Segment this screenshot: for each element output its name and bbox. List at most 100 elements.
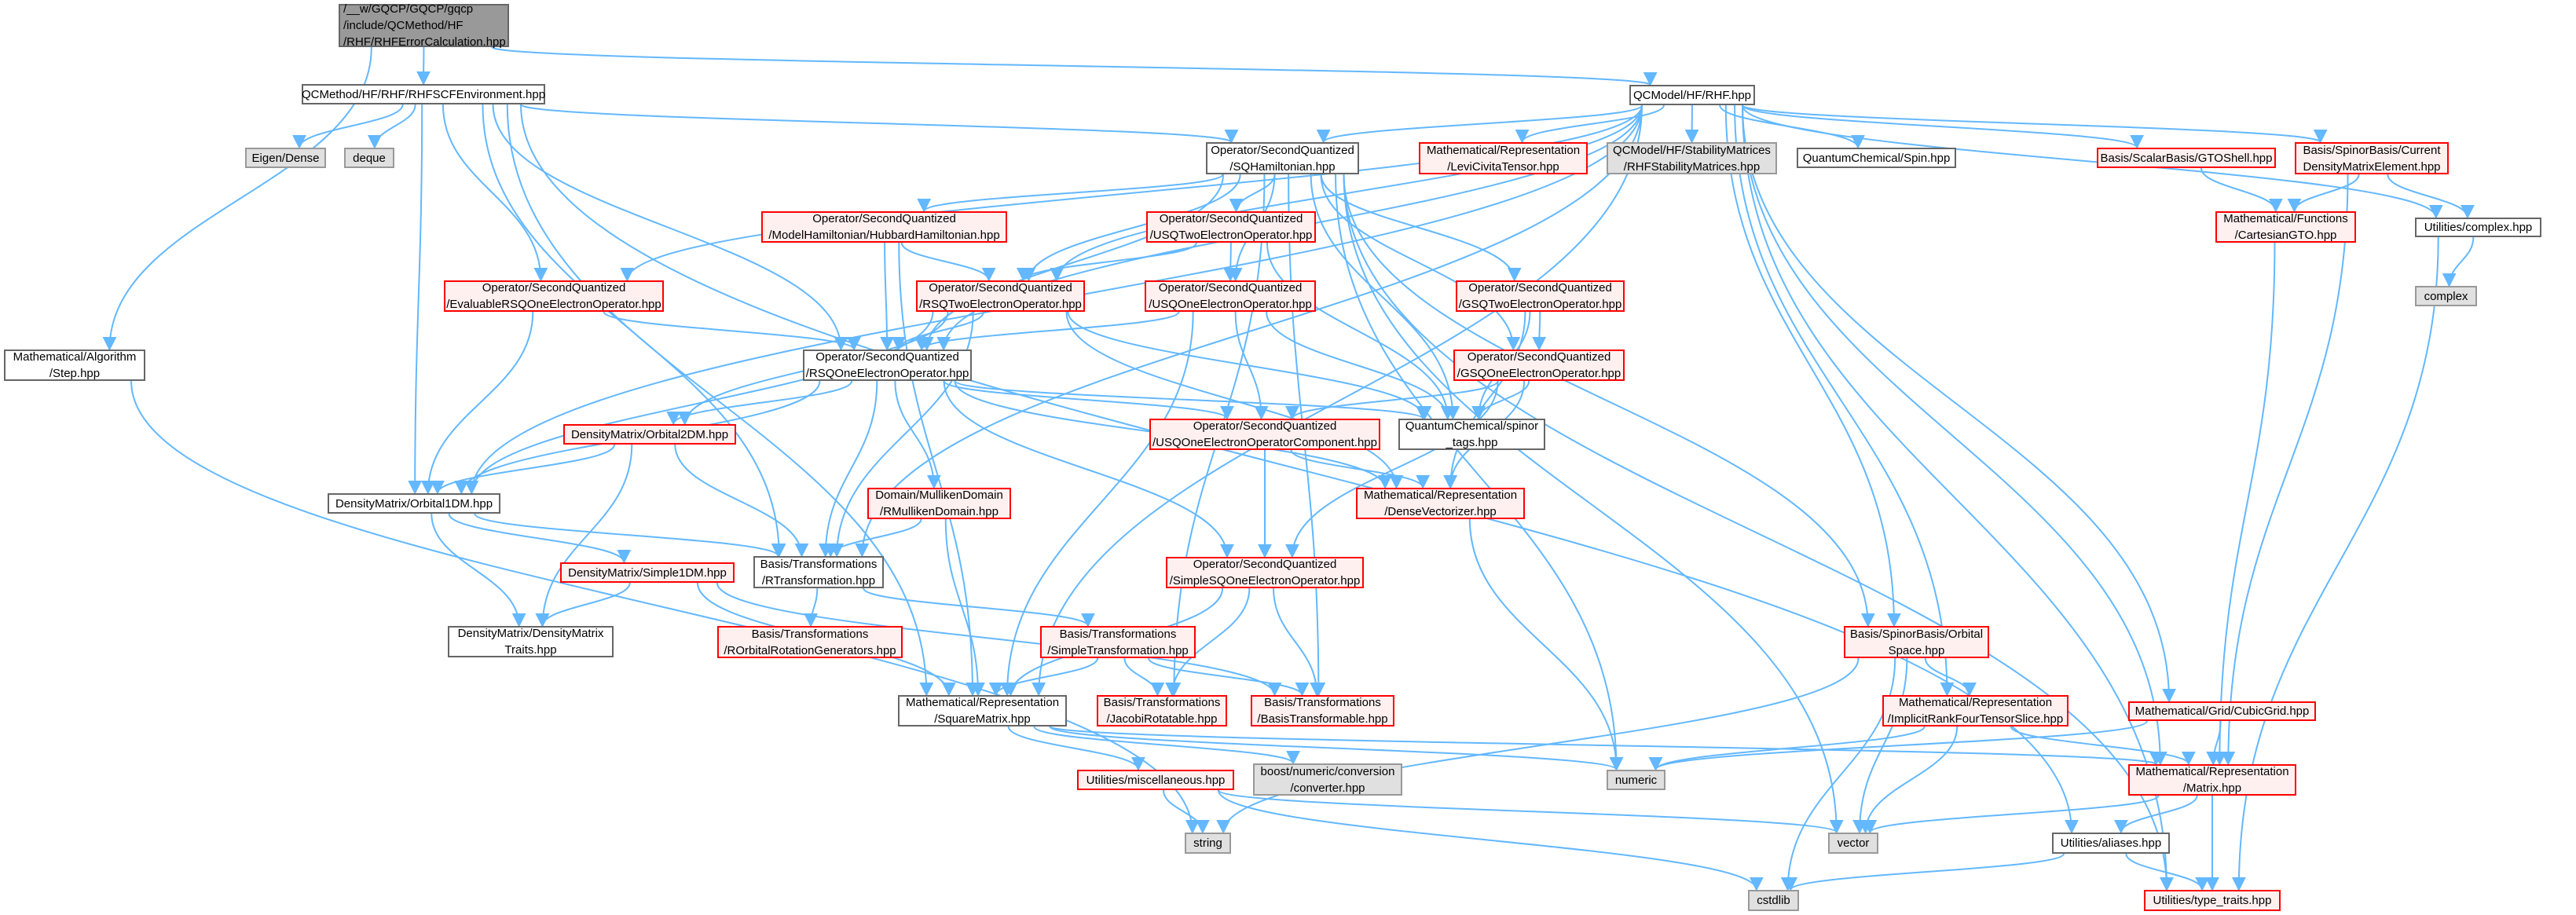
- edge-densevec-to-numeric: [1468, 518, 1624, 771]
- graph-node-rorbgen[interactable]: Basis/Transformations /ROrbitalRotationG…: [717, 626, 903, 658]
- graph-node-orb2[interactable]: DensityMatrix/Orbital2DM.hpp: [563, 424, 736, 445]
- graph-node-rsq1[interactable]: Operator/SecondQuantized /RSQOneElectron…: [803, 350, 972, 381]
- edge-hub-to-rsq1: [880, 242, 895, 351]
- graph-node-implicit[interactable]: Mathematical/Representation /ImplicitRan…: [1882, 695, 2068, 727]
- graph-node-jacobi[interactable]: Basis/Transformations /JacobiRotatable.h…: [1097, 695, 1227, 727]
- graph-node-cdme[interactable]: Basis/SpinorBasis/Current DensityMatrixE…: [2295, 142, 2449, 174]
- edge-ssq1-to-jacobi: [1165, 587, 1251, 697]
- edge-orbspace-to-cstdlib: [1780, 657, 1896, 891]
- graph-node-aliases[interactable]: Utilities/aliases.hpp: [2052, 833, 2170, 854]
- edge-simple1dm-to-dmtraits: [535, 582, 631, 628]
- graph-node-typetraits[interactable]: Utilities/type_traits.hpp: [2144, 890, 2281, 911]
- edge-rsq1-to-spinor: [954, 380, 1430, 420]
- graph-node-densevec[interactable]: Mathematical/Representation /DenseVector…: [1356, 488, 1525, 519]
- edge-rhf-to-orbspace: [1724, 104, 1901, 628]
- graph-node-usq1comp[interactable]: Operator/SecondQuantized /USQOneElectron…: [1149, 419, 1380, 450]
- edge-rhf-to-rsq2: [1050, 104, 1643, 282]
- graph-node-complex[interactable]: complex: [2415, 286, 2477, 306]
- edge-sqham-to-rsq2: [1021, 174, 1241, 282]
- graph-node-gsq1[interactable]: Operator/SecondQuantized /GSQOneElectron…: [1453, 350, 1625, 381]
- graph-node-ssq1[interactable]: Operator/SecondQuantized /SimpleSQOneEle…: [1166, 557, 1364, 588]
- edge-rhf-to-cubic: [1742, 104, 2177, 703]
- graph-node-eigen[interactable]: Eigen/Dense: [245, 148, 326, 168]
- graph-node-root[interactable]: /__w/GQCP/GQCP/gqcp /include/QCMethod/HF…: [339, 2, 509, 49]
- edge-rsq2-to-spinor: [1067, 311, 1432, 420]
- edge-step-to-string: [130, 380, 1200, 834]
- edge-rhfscf-to-orb1: [408, 104, 423, 495]
- graph-node-orbspace[interactable]: Basis/SpinorBasis/Orbital Space.hpp: [1844, 626, 1989, 658]
- edge-matrix-to-aliases: [2113, 795, 2198, 834]
- graph-node-orb1[interactable]: DensityMatrix/Orbital1DM.hpp: [328, 493, 500, 514]
- edge-simpletrans-to-sqmat: [988, 657, 1099, 697]
- graph-node-complexhpp[interactable]: Utilities/complex.hpp: [2415, 218, 2541, 237]
- edge-rhf-to-sqham: [1316, 104, 1643, 144]
- graph-node-matrix[interactable]: Mathematical/Representation /Matrix.hpp: [2128, 764, 2296, 796]
- edge-matrix-to-vector: [1863, 795, 2160, 834]
- graph-node-eval[interactable]: Operator/SecondQuantized /EvaluableRSQOn…: [444, 280, 664, 312]
- edge-cdme-to-matrix: [2221, 174, 2349, 766]
- edge-orbspace-to-implicit: [1924, 657, 1977, 697]
- edge-rhf-to-cdme: [1742, 104, 2328, 144]
- edge-misc-to-vector: [1218, 789, 1844, 834]
- edge-sqham-to-spinor: [1310, 174, 1460, 420]
- graph-node-misc[interactable]: Utilities/miscellaneous.hpp: [1077, 770, 1234, 790]
- graph-node-simple1dm[interactable]: DensityMatrix/Simple1DM.hpp: [560, 562, 735, 583]
- graph-node-spinor[interactable]: QuantumChemical/spinor _tags.hpp: [1398, 419, 1545, 450]
- graph-node-hub[interactable]: Operator/SecondQuantized /ModelHamiltoni…: [761, 211, 1007, 243]
- graph-node-cubic[interactable]: Mathematical/Grid/CubicGrid.hpp: [2128, 701, 2316, 721]
- graph-node-spin[interactable]: QuantumChemical/Spin.hpp: [1797, 148, 1956, 168]
- graph-node-numeric[interactable]: numeric: [1607, 770, 1665, 790]
- edge-orb2-to-dmtraits: [535, 444, 633, 628]
- graph-node-usq1[interactable]: Operator/SecondQuantized /USQOneElectron…: [1145, 280, 1316, 312]
- graph-node-boost[interactable]: boost/numeric/conversion /converter.hpp: [1253, 763, 1402, 796]
- graph-node-step[interactable]: Mathematical/Algorithm /Step.hpp: [4, 350, 145, 381]
- graph-node-dmtraits[interactable]: DensityMatrix/DensityMatrix Traits.hpp: [448, 626, 614, 657]
- graph-node-rtrans[interactable]: Basis/Transformations /RTransformation.h…: [753, 556, 884, 588]
- graph-node-cart[interactable]: Mathematical/Functions /CartesianGTO.hpp: [2215, 211, 2356, 243]
- edge-usq1-to-sqmat: [1000, 311, 1194, 697]
- graph-node-btrans[interactable]: Basis/Transformations /BasisTransformabl…: [1251, 695, 1394, 727]
- graph-node-gto[interactable]: Basis/ScalarBasis/GTOShell.hpp: [2097, 148, 2276, 168]
- graph-node-stab[interactable]: QCModel/HF/StabilityMatrices /RHFStabili…: [1607, 142, 1777, 174]
- edge-aliases-to-typetraits: [2125, 853, 2210, 891]
- edge-sqmat-to-boost: [1033, 726, 1300, 765]
- graph-node-rsq2[interactable]: Operator/SecondQuantized /RSQTwoElectron…: [916, 280, 1085, 312]
- edge-eval-to-orb1: [420, 311, 534, 495]
- graph-node-sqmat[interactable]: Mathematical/Representation /SquareMatri…: [898, 695, 1067, 727]
- edge-rhf-to-implicit: [1734, 104, 1955, 697]
- edge-rhfscf-to-eval: [442, 104, 548, 282]
- edge-implicit-to-numeric: [1648, 726, 1926, 771]
- edge-rsq1-to-ssq1: [943, 380, 1234, 558]
- edge-orb2-to-orb1: [431, 444, 615, 495]
- edge-rsq1-to-orb2: [666, 380, 853, 426]
- graph-node-usq2[interactable]: Operator/SecondQuantized /USQTwoElectron…: [1146, 211, 1316, 243]
- edge-ssq1-to-btrans: [1273, 587, 1325, 697]
- edge-sqham-to-numeric: [1335, 174, 1624, 771]
- graph-node-string[interactable]: string: [1185, 833, 1231, 854]
- edge-rsq2-to-densevec: [1065, 311, 1404, 489]
- graph-node-sqham[interactable]: Operator/SecondQuantized /SQHamiltonian.…: [1206, 142, 1359, 174]
- graph-node-rhfscf[interactable]: QCMethod/HF/RHF/RHFSCFEnvironment.hpp: [302, 84, 545, 104]
- edge-implicit-to-matrix: [2010, 726, 2196, 766]
- graph-node-cstdlib[interactable]: cstdlib: [1748, 890, 1799, 911]
- edge-cubic-to-numeric: [1648, 720, 2148, 771]
- edge-orbspace-to-string: [1216, 657, 1860, 834]
- edge-rhfscf-to-rtrans: [482, 104, 786, 558]
- edge-sqham-to-gsq1: [1320, 174, 1521, 351]
- edge-gsq2-to-gsq1: [1532, 311, 1547, 351]
- edge-mull-to-rtrans: [823, 518, 922, 558]
- graph-node-vector[interactable]: vector: [1828, 833, 1878, 854]
- graph-node-deque[interactable]: deque: [344, 148, 394, 168]
- edge-sqham-to-rsq1: [919, 174, 1225, 351]
- edge-sqmat-to-misc: [1007, 726, 1145, 771]
- edge-usq1-to-spinor: [1266, 311, 1455, 420]
- graph-node-levi[interactable]: Mathematical/Representation /LeviCivitaT…: [1419, 142, 1588, 174]
- edge-orb1-to-dmtraits: [431, 513, 526, 628]
- edge-rhfscf-to-eigen: [292, 104, 404, 149]
- edge-rhfscf-to-deque: [367, 104, 416, 149]
- graph-node-mull[interactable]: Domain/MullikenDomain /RMullikenDomain.h…: [867, 488, 1011, 519]
- graph-node-gsq2[interactable]: Operator/SecondQuantized /GSQTwoElectron…: [1456, 280, 1625, 312]
- graph-node-rhf[interactable]: QCModel/HF/RHF.hpp: [1629, 85, 1755, 105]
- graph-node-simpletrans[interactable]: Basis/Transformations /SimpleTransformat…: [1040, 626, 1196, 658]
- edge-rhf-to-typetraits: [1742, 104, 2174, 891]
